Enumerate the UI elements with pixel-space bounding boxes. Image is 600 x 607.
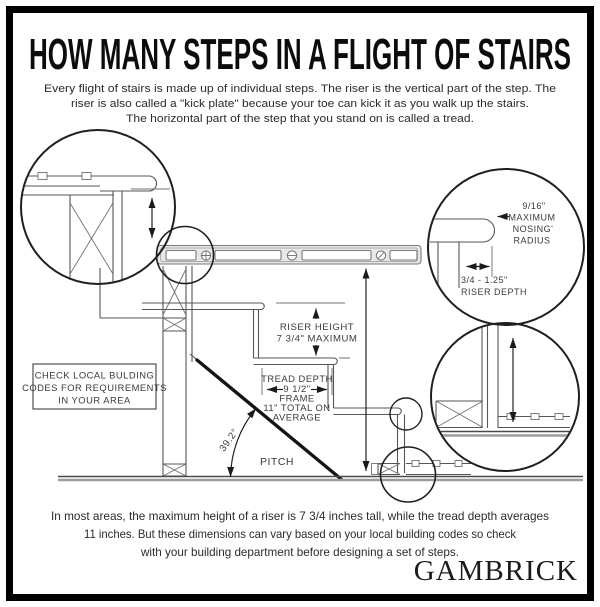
spirit-level: [156, 244, 422, 265]
intro-line-1: Every flight of stairs is made up of ind…: [44, 83, 556, 95]
nosing-radius-detail: 9/16" MAXIMUM NOSING' RADIUS 3/4 - 1.25"…: [430, 201, 556, 297]
board-notch: [530, 413, 540, 420]
board-notch: [506, 413, 516, 420]
dimension-annotations: [227, 268, 370, 478]
nosing-label-line-4: RADIUS: [513, 236, 550, 246]
riser-depth-label-line-1: 3/4 - 1.25": [461, 275, 508, 285]
intro-paragraph: Every flight of stairs is made up of ind…: [44, 83, 556, 125]
dimension-reference-lines: [276, 302, 350, 359]
blocking-outline: [377, 462, 400, 476]
landing-nosing-detail: [22, 172, 170, 282]
board-notch: [554, 413, 564, 420]
stud-x-brace: [69, 202, 114, 275]
tread-depth-label-line-2: 9 1/2": [283, 383, 310, 394]
riser-depth-label-line-2: RISER DEPTH: [461, 287, 527, 297]
pitch-label: PITCH: [260, 456, 294, 468]
footer-line-3: with your building department before des…: [140, 545, 459, 559]
level-slot-right: [301, 249, 372, 261]
screw-diagonal: [377, 251, 385, 260]
footer-line-1: In most areas, the maximum height of a r…: [51, 509, 549, 523]
riser-height-label-line-2: 7 3/4" MAXIMUM: [277, 334, 358, 345]
level-end-vial-right: [389, 249, 418, 261]
detail-circle-nosing: [427, 168, 585, 326]
blocking-x: [435, 400, 484, 428]
detail-circle-floor: [430, 322, 580, 472]
brand-logo: GAMBRICK: [414, 555, 578, 587]
blocking-box: [163, 317, 186, 332]
tread-depth-label-line-1: TREAD DEPTH: [261, 373, 333, 384]
riser-face-lines: [437, 242, 460, 290]
nosing-label-line-1: 9/16": [522, 201, 545, 211]
page-title: HOW MANY STEPS IN A FLIGHT OF STAIRS: [29, 30, 571, 79]
page-border-frame: [6, 6, 594, 601]
intro-line-3: The horizontal part of the step that you…: [126, 113, 474, 125]
riser-and-stud-lines: [69, 191, 123, 282]
tread-2: [253, 357, 338, 366]
riser-1: [252, 309, 260, 358]
header-outline: [99, 268, 163, 319]
bullnose-profile: [430, 218, 495, 243]
building-codes-note: CHECK LOCAL BULDING CODES FOR REQUIREMEN…: [22, 363, 167, 410]
floor-line: [58, 475, 583, 482]
note-box: [32, 363, 157, 410]
intro-line-2: riser is also called a "kick plate" beca…: [71, 98, 529, 110]
pitch-line: [195, 358, 343, 481]
tread-depth-extension-lines: [261, 368, 333, 395]
board-notch: [37, 172, 48, 180]
screw-cross: [201, 251, 211, 260]
tread-depth-label-line-3: FRAME: [279, 393, 314, 404]
board-notch: [454, 460, 463, 467]
nosing-label-line-2: MAXIMUM: [509, 213, 556, 223]
block-tab: [371, 463, 379, 475]
callout-circle-floor-joint: [379, 446, 437, 503]
blocking-x: [162, 317, 187, 332]
floor-joint-detail: [371, 460, 471, 476]
note-line-1: CHECK LOCAL BULDING: [35, 370, 155, 381]
tread-bullnose: [100, 175, 157, 192]
footer-paragraph: In most areas, the maximum height of a r…: [51, 509, 549, 559]
footer-line-2: 11 inches. But these dimensions can vary…: [84, 527, 516, 541]
tread-depth-label-line-5: AVERAGE: [273, 412, 321, 423]
tread-depth-label-line-4: 11" TOTAL ON: [263, 402, 330, 413]
callout-circle-tread-nosing: [389, 397, 423, 431]
floor-connection-detail: [435, 325, 576, 437]
riser-height-label-line-1: RISER HEIGHT: [280, 322, 354, 333]
note-line-2: CODES FOR REQUIREMENTS: [22, 382, 167, 393]
pitch-angle-arc: [227, 408, 257, 478]
landing-floor-lines: [22, 175, 114, 196]
riser-2: [327, 364, 335, 408]
post-lines: [481, 325, 499, 428]
detail-circle-landing: [20, 129, 176, 285]
level-end-vial-left: [165, 249, 197, 261]
steps-profile: [142, 302, 406, 473]
bottom-block-x: [162, 463, 187, 477]
note-line-3: IN YOUR AREA: [58, 395, 131, 406]
level-slot-left: [214, 249, 282, 261]
board-notch: [411, 460, 420, 467]
board-notch: [81, 172, 92, 180]
nosing-label-line-3: NOSING': [513, 224, 554, 234]
stair-section-drawing: RISER HEIGHT 7 3/4" MAXIMUM TREAD DEPTH …: [20, 129, 585, 503]
tread-1: [142, 302, 265, 311]
detail-circle-level-end: [155, 225, 215, 285]
